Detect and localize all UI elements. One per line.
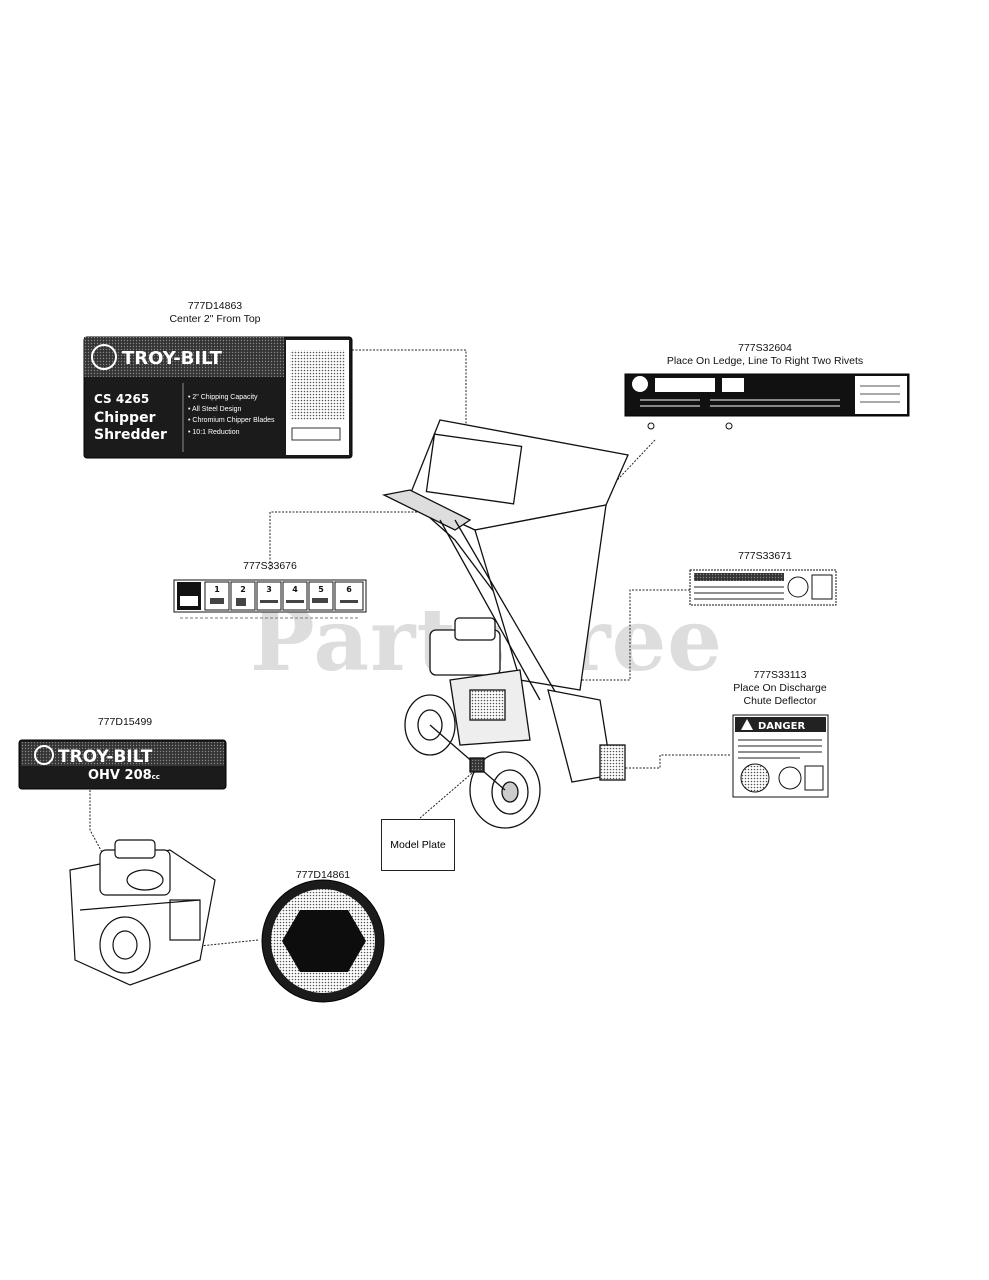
step-5: 5 xyxy=(318,585,324,594)
placement-note: Place On Ledge, Line To Right Two Rivets xyxy=(666,355,864,367)
round-label-decal xyxy=(261,879,385,1003)
top-label-model: CS 4265 xyxy=(94,392,150,406)
engine-label-decal: TROY-BILT xyxy=(18,739,227,790)
part-number: 777S33671 xyxy=(738,550,792,562)
part-number: 777S33113 xyxy=(753,669,807,681)
callout-warning-label: 777S33671 xyxy=(720,550,810,563)
callout-round-label: 777D14861 xyxy=(278,869,368,882)
part-number: 777D15499 xyxy=(97,716,153,728)
feature-item: • All Steel Design xyxy=(188,405,242,413)
engine-drawing xyxy=(69,839,216,986)
ledge-label-decal xyxy=(624,373,910,430)
feature-item: • 2" Chipping Capacity xyxy=(188,394,258,401)
steps-label-decal: 1 2 3 4 5 6 xyxy=(173,579,367,619)
top-label-decal: TROY-BILT xyxy=(83,336,353,459)
engine-troybilt-logo: TROY-BILT xyxy=(58,747,153,767)
leader-lines xyxy=(89,349,730,948)
callout-top-label: 777D14863 Center 2" From Top xyxy=(140,300,290,326)
callout-danger-label: 777S33113 Place On Discharge Chute Defle… xyxy=(710,669,850,708)
placement-note: Chute Deflector xyxy=(743,695,817,707)
model-plate-label: Model Plate xyxy=(390,839,446,851)
step-6: 6 xyxy=(346,585,352,594)
feature-item: • Chromium Chipper Blades xyxy=(188,417,275,424)
engine-label-model: OHV 208cc xyxy=(88,768,160,783)
step-2: 2 xyxy=(240,585,246,594)
part-number: 777D14861 xyxy=(295,869,351,881)
danger-heading: DANGER xyxy=(758,721,805,732)
warning-label-decal xyxy=(689,569,837,606)
step-4: 4 xyxy=(292,585,298,594)
step-3: 3 xyxy=(266,585,272,594)
part-number: 777S32604 xyxy=(738,342,792,354)
feature-item: • 10:1 Reduction xyxy=(188,428,240,436)
placement-note: Place On Discharge xyxy=(733,682,827,694)
model-plate-callout: Model Plate xyxy=(381,819,455,871)
step-1: 1 xyxy=(214,585,220,594)
danger-label-decal: DANGER xyxy=(732,714,829,798)
chipper-shredder-drawing xyxy=(381,419,629,829)
part-number: 777D14863 xyxy=(187,300,243,312)
part-number: 777S33676 xyxy=(243,560,297,572)
placement-note: Center 2" From Top xyxy=(169,313,261,325)
callout-engine-label: 777D15499 xyxy=(80,716,170,729)
troybilt-logo: TROY-BILT xyxy=(122,348,223,369)
callout-steps-label: 777S33676 xyxy=(225,560,315,573)
callout-ledge-label: 777S32604 Place On Ledge, Line To Right … xyxy=(640,342,890,368)
top-label-name-line2: Shredder xyxy=(94,427,167,443)
top-label-name-line1: Chipper xyxy=(94,410,156,426)
top-label-features: • 2" Chipping Capacity • All Steel Desig… xyxy=(188,392,275,438)
